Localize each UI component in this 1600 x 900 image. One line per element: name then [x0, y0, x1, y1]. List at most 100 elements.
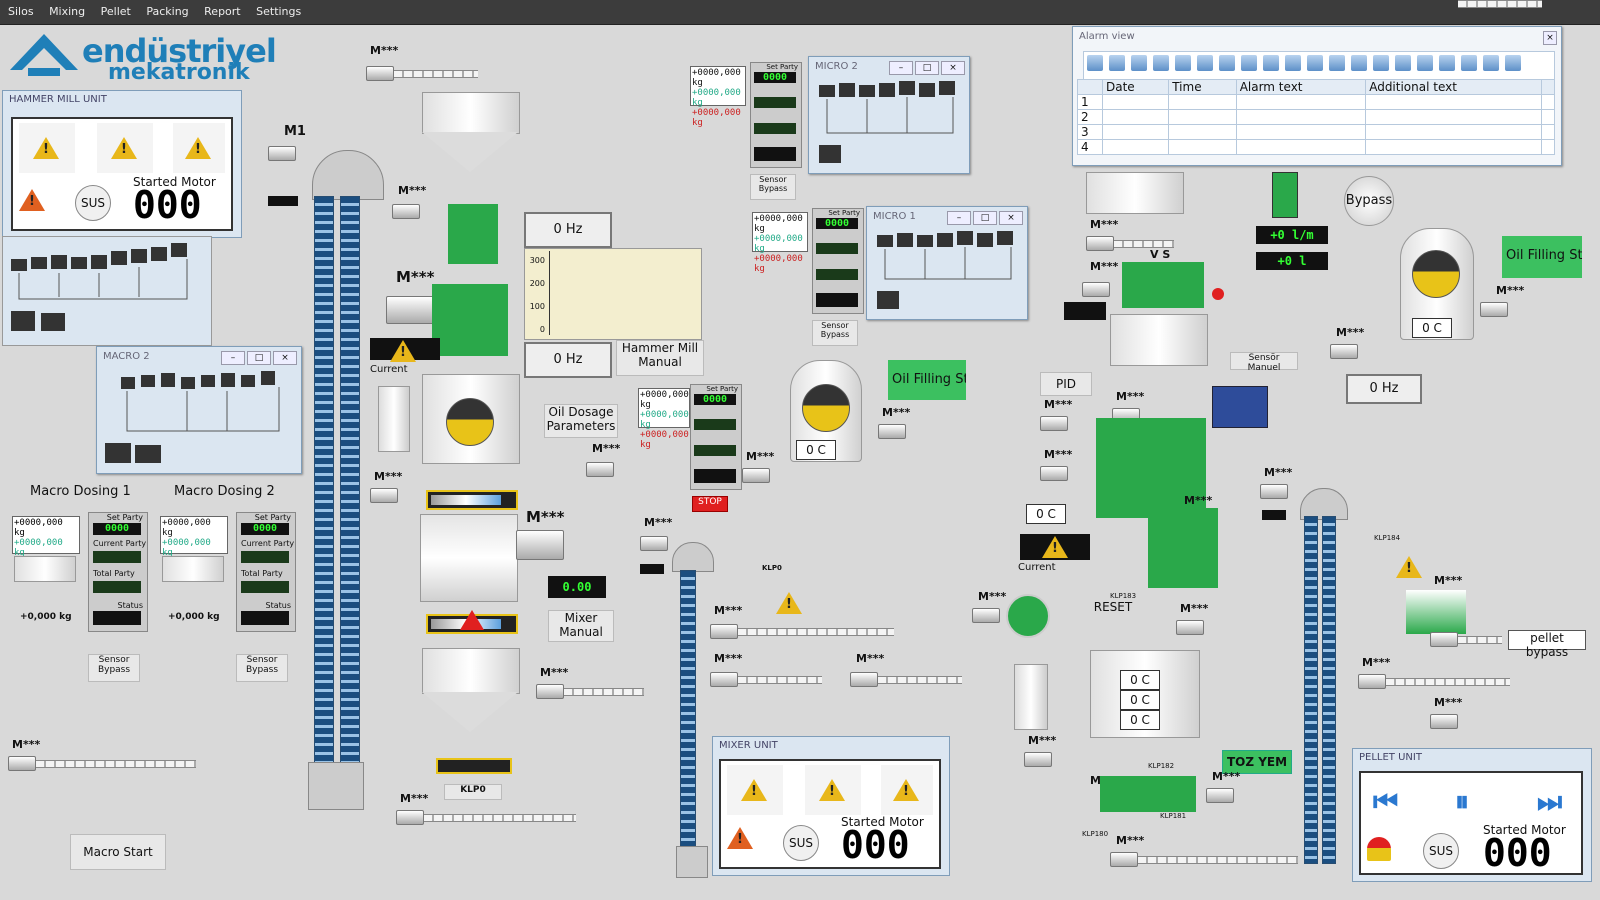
toolbar-icon[interactable] — [1197, 55, 1213, 71]
motor-icon[interactable] — [1358, 674, 1386, 689]
menu-report[interactable]: Report — [204, 5, 241, 18]
macro2-window[interactable]: MACRO 2 –□× — [96, 346, 302, 474]
mixer-manual-button[interactable]: Mixer Manual — [548, 610, 614, 642]
close-icon[interactable]: × — [273, 351, 297, 365]
motor-icon[interactable] — [878, 424, 906, 439]
klp0-button[interactable]: KLP0 — [444, 784, 502, 800]
sensor-bypass-button-micro1[interactable]: Sensor Bypass — [812, 320, 858, 346]
valve-slider[interactable] — [436, 758, 512, 774]
column-alarm-text[interactable]: Alarm text — [1235, 79, 1367, 95]
toolbar-icon[interactable] — [1461, 55, 1477, 71]
sensor-bypass-button-2[interactable]: Sensor Bypass — [236, 654, 288, 682]
set-party-lcd[interactable]: 0000 — [241, 523, 289, 535]
motor-icon[interactable] — [1430, 714, 1458, 729]
motor-icon[interactable] — [1430, 632, 1458, 647]
motor-icon[interactable] — [640, 536, 668, 551]
skip-forward-icon[interactable]: ⏭ — [1537, 785, 1563, 818]
motor-icon[interactable] — [710, 672, 738, 687]
set-party-lcd[interactable]: 0000 — [93, 523, 141, 535]
motor-icon[interactable] — [1110, 852, 1138, 867]
micro1-window[interactable]: MICRO 1 –□× — [866, 206, 1028, 320]
maximize-icon[interactable]: □ — [247, 351, 271, 365]
reset-button[interactable]: RESET — [1093, 600, 1133, 614]
macro1-preview[interactable] — [2, 236, 212, 346]
toolbar-icon[interactable] — [1505, 55, 1521, 71]
toolbar-icon[interactable] — [1153, 55, 1169, 71]
macro-start-button[interactable]: Macro Start — [70, 834, 166, 870]
maximize-icon[interactable]: □ — [973, 211, 997, 225]
hammer-mill-manual-button[interactable]: Hammer Mill Manual — [616, 340, 704, 376]
motor-icon[interactable] — [1086, 236, 1114, 251]
motor-icon[interactable] — [1480, 302, 1508, 317]
column-additional-text[interactable]: Additional text — [1365, 79, 1542, 95]
motor-icon[interactable] — [370, 488, 398, 503]
toolbar-icon[interactable] — [1351, 55, 1367, 71]
motor-icon[interactable] — [1024, 752, 1052, 767]
motor-icon[interactable] — [536, 684, 564, 699]
toolbar-icon[interactable] — [1131, 55, 1147, 71]
sensor-bypass-button-micro2[interactable]: Sensor Bypass — [750, 174, 796, 200]
table-row[interactable]: 1 — [1077, 94, 1556, 110]
motor-icon[interactable] — [972, 608, 1000, 623]
toolbar-icon[interactable] — [1307, 55, 1323, 71]
bypass-button[interactable]: Bypass — [1344, 176, 1394, 226]
close-icon[interactable]: × — [1543, 31, 1557, 45]
maximize-icon[interactable]: □ — [915, 61, 939, 75]
set-party-lcd[interactable]: 0000 — [754, 72, 796, 83]
motor-icon[interactable] — [1040, 416, 1068, 431]
motor-icon[interactable] — [1040, 466, 1068, 481]
sus-button[interactable]: SUS — [75, 185, 111, 221]
motor-icon[interactable] — [1260, 484, 1288, 499]
toolbar-icon[interactable] — [1329, 55, 1345, 71]
motor-icon[interactable] — [8, 756, 36, 771]
set-party-lcd[interactable]: 0000 — [694, 394, 736, 405]
mixer-motor[interactable] — [516, 530, 564, 560]
sensor-manuel-button[interactable]: Sensör Manuel — [1230, 352, 1298, 373]
toolbar-icon[interactable] — [1087, 55, 1103, 71]
pause-icon[interactable]: ⏸ — [1455, 785, 1470, 818]
pid-button[interactable]: PID — [1040, 372, 1092, 396]
close-icon[interactable]: × — [941, 61, 965, 75]
stop-button[interactable]: STOP — [692, 496, 728, 512]
menu-settings[interactable]: Settings — [256, 5, 302, 18]
toolbar-icon[interactable] — [1439, 55, 1455, 71]
toolbar-icon[interactable] — [1417, 55, 1433, 71]
toolbar-icon[interactable] — [1175, 55, 1191, 71]
sus-button[interactable]: SUS — [783, 825, 819, 861]
motor-icon[interactable] — [1082, 282, 1110, 297]
toolbar-icon[interactable] — [1483, 55, 1499, 71]
toolbar-icon[interactable] — [1219, 55, 1235, 71]
motor-icon[interactable] — [586, 462, 614, 477]
column-time[interactable]: Time — [1168, 79, 1237, 95]
sensor-bypass-button-1[interactable]: Sensor Bypass — [88, 654, 140, 682]
column-date[interactable]: Date — [1101, 79, 1170, 95]
minimize-icon[interactable]: – — [221, 351, 245, 365]
close-icon[interactable]: × — [999, 211, 1023, 225]
motor-icon[interactable] — [1330, 344, 1358, 359]
motor-icon[interactable] — [396, 810, 424, 825]
menu-packing[interactable]: Packing — [146, 5, 189, 18]
motor-icon[interactable] — [392, 204, 420, 219]
toz-yem-button[interactable]: TOZ YEM — [1222, 750, 1292, 774]
sus-button[interactable]: SUS — [1423, 833, 1459, 869]
menu-mixing[interactable]: Mixing — [49, 5, 86, 18]
micro2-window[interactable]: MICRO 2 –□× — [808, 56, 970, 174]
minimize-icon[interactable]: – — [947, 211, 971, 225]
oil-filling-start-button-2[interactable]: Oil Filling Start — [1502, 236, 1582, 278]
table-row[interactable]: 2 — [1077, 109, 1556, 125]
skip-back-icon[interactable]: ⏮ — [1373, 785, 1399, 818]
menu-silos[interactable]: Silos — [8, 5, 34, 18]
motor-icon[interactable] — [850, 672, 878, 687]
valve-slider[interactable] — [426, 490, 518, 510]
table-row[interactable]: 4 — [1077, 139, 1556, 155]
set-party-lcd[interactable]: 0000 — [816, 218, 858, 229]
toolbar-icon[interactable] — [1373, 55, 1389, 71]
minimize-icon[interactable]: – — [889, 61, 913, 75]
motor-icon[interactable] — [742, 468, 770, 483]
motor-icon[interactable] — [710, 624, 738, 639]
motor-icon[interactable] — [366, 66, 394, 81]
motor-icon[interactable] — [1176, 620, 1204, 635]
table-row[interactable]: 3 — [1077, 124, 1556, 140]
